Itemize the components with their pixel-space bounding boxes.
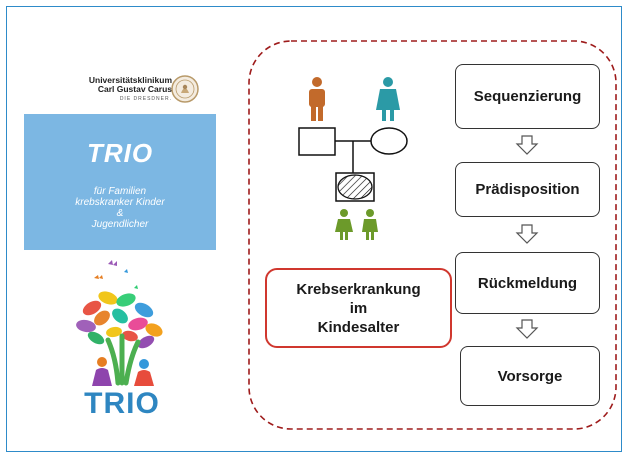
mother-icon [376, 77, 400, 121]
clinic-name: Universitätsklinikum Carl Gustav Carus [88, 75, 172, 94]
trio-card: TRIO für Familien krebskranker Kinder & … [24, 114, 216, 250]
trio-title: TRIO [86, 138, 154, 168]
arrow-down-icon [515, 319, 539, 339]
trio-logo-text: TRIO [84, 387, 160, 420]
father-square-symbol [298, 127, 336, 156]
pedigree-chart [298, 127, 408, 173]
step-predisposition: Prädisposition [455, 162, 600, 217]
step-sequencing: Sequenzierung [455, 64, 600, 129]
father-icon [309, 77, 325, 121]
trio-tree-logo: TRIO [76, 260, 163, 420]
children-icon [335, 209, 378, 240]
arrow-down-icon [515, 135, 539, 155]
step-feedback: Rückmeldung [455, 252, 600, 314]
mother-circle-symbol [370, 127, 408, 155]
clinic-subtitle: DIE DRESDNER. [119, 96, 172, 102]
trio-subtitle: für Familien krebskranker Kinder & Jugen… [75, 186, 165, 230]
affected-child-symbol [337, 174, 373, 200]
arrow-down-icon [515, 224, 539, 244]
clinic-seal-icon [171, 75, 199, 103]
step-prevention: Vorsorge [460, 346, 600, 406]
childhood-cancer-label: Krebserkrankung im Kindesalter [265, 268, 452, 348]
